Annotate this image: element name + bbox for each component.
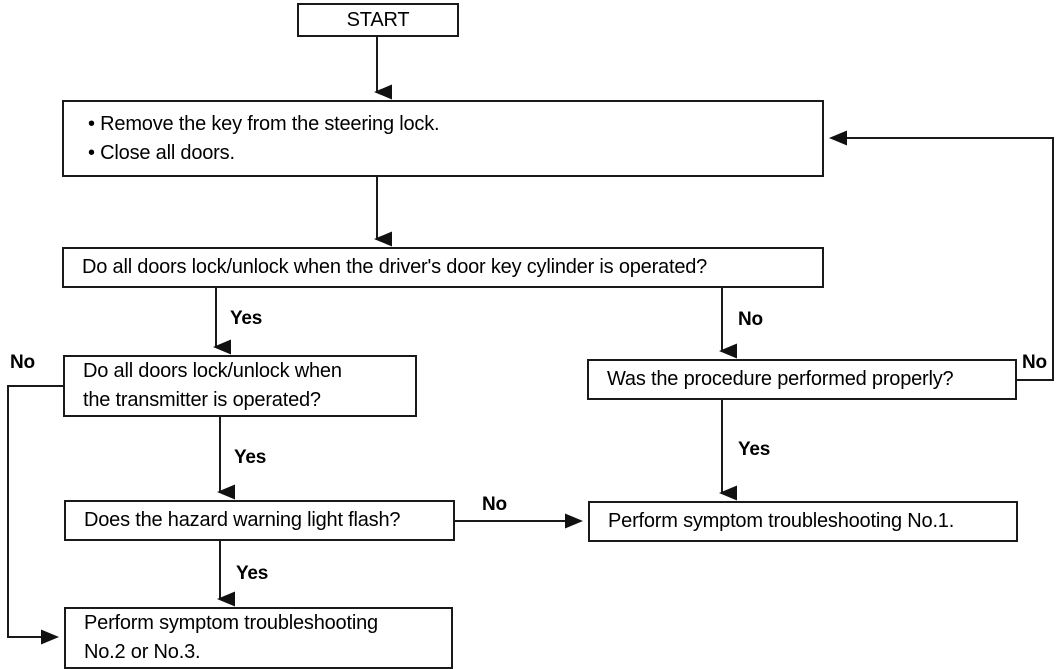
node-question-procedure[interactable]: Was the procedure performed properly? — [587, 359, 1017, 400]
node-preparation-steps-label: • Remove the key from the steering lock.… — [88, 112, 440, 164]
edge-label-no-hazard-light: No — [482, 494, 507, 515]
edge-label-no-key-cylinder: No — [738, 309, 763, 330]
node-start[interactable]: START — [297, 3, 459, 37]
node-question-transmitter[interactable]: Do all doors lock/unlock when the transm… — [63, 355, 417, 417]
edge-q-transmitter-no — [7, 385, 63, 645]
edge-label-yes-procedure: Yes — [738, 439, 771, 460]
edge-q-procedure-no — [829, 130, 1054, 381]
node-question-hazard-light-label: Does the hazard warning light flash? — [84, 509, 401, 531]
node-question-key-cylinder-label: Do all doors lock/unlock when the driver… — [82, 256, 708, 278]
node-action-troubleshooting-no1-label: Perform symptom troubleshooting No.1. — [608, 510, 955, 532]
edge-label-no-procedure: No — [1022, 352, 1047, 373]
edge-label-yes-key-cylinder: Yes — [230, 308, 263, 329]
edge-label-no-transmitter: No — [10, 352, 35, 373]
node-question-procedure-label: Was the procedure performed properly? — [607, 368, 954, 390]
edge-label-yes-transmitter: Yes — [234, 447, 267, 468]
node-preparation-steps[interactable]: • Remove the key from the steering lock.… — [62, 100, 824, 177]
node-question-transmitter-label: Do all doors lock/unlock when the transm… — [83, 360, 342, 411]
node-start-label: START — [346, 8, 410, 31]
node-action-troubleshooting-no1[interactable]: Perform symptom troubleshooting No.1. — [588, 501, 1018, 542]
node-action-troubleshooting-no2-no3-label: Perform symptom troubleshooting No.2 or … — [84, 612, 378, 663]
node-action-troubleshooting-no2-no3[interactable]: Perform symptom troubleshooting No.2 or … — [64, 607, 453, 669]
edge-label-yes-hazard-light: Yes — [236, 563, 269, 584]
node-question-key-cylinder[interactable]: Do all doors lock/unlock when the driver… — [62, 247, 824, 288]
node-question-hazard-light[interactable]: Does the hazard warning light flash? — [64, 500, 455, 541]
